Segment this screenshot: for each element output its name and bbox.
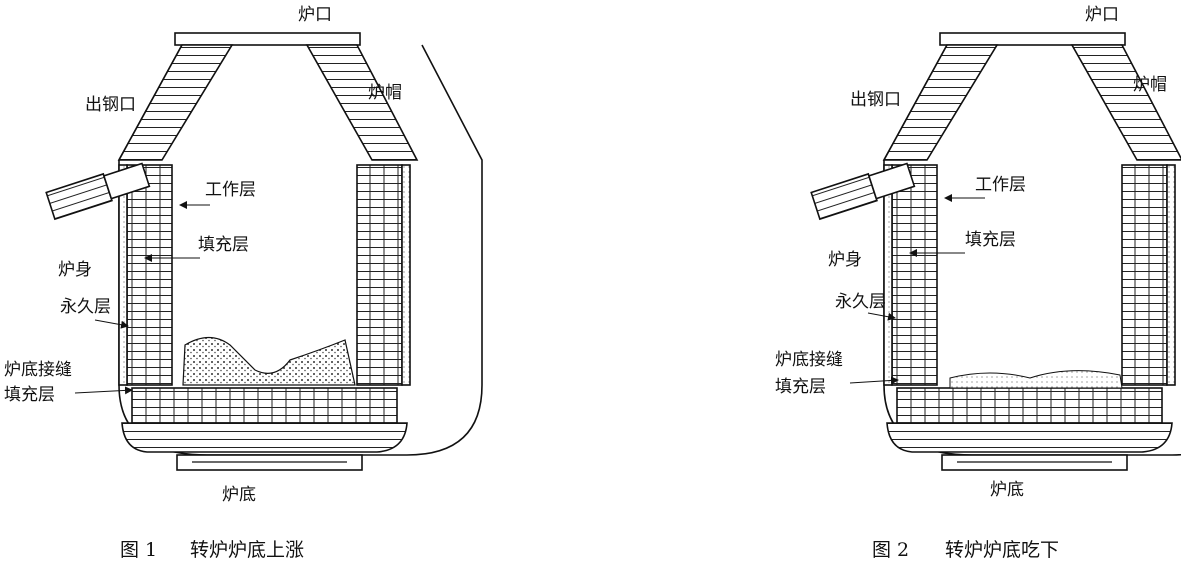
label-filling-layer: 填充层 (198, 235, 249, 255)
label-taphole: 出钢口 (85, 95, 136, 115)
label-mouth: 炉口 (298, 5, 332, 25)
label-permanent-layer: 永久层 (835, 292, 886, 312)
label-mouth: 炉口 (1085, 5, 1119, 25)
label-working-layer: 工作层 (975, 175, 1026, 195)
label-permanent-layer: 永久层 (60, 297, 111, 317)
label-cap: 炉帽 (368, 83, 402, 103)
label-bottom-joint-1: 炉底接缝 (775, 350, 843, 370)
label-bottom-joint-2: 填充层 (4, 385, 55, 405)
figure-1: 炉口 炉帽 出钢口 工作层 填充层 炉身 永久层 炉底接缝 填充层 炉底 图 1… (4, 5, 483, 561)
caption-number: 图 1 (120, 539, 157, 561)
label-taphole: 出钢口 (850, 90, 901, 110)
label-filling-layer: 填充层 (965, 230, 1016, 250)
figure-2: 炉口 炉帽 出钢口 工作层 填充层 炉身 永久层 炉底接缝 填充层 炉底 图 2… (775, 5, 1181, 561)
label-body: 炉身 (828, 250, 862, 270)
label-body: 炉身 (58, 260, 92, 280)
label-cap: 炉帽 (1133, 75, 1167, 95)
label-bottom: 炉底 (222, 485, 256, 505)
label-bottom-joint-2: 填充层 (775, 377, 826, 397)
caption-text: 转炉炉底吃下 (945, 539, 1059, 561)
label-bottom-joint-1: 炉底接缝 (4, 360, 72, 380)
risen-bottom-deposit (182, 336, 356, 386)
label-bottom: 炉底 (990, 480, 1024, 500)
caption-number: 图 2 (872, 539, 909, 561)
eroded-bottom-surface (949, 370, 1123, 389)
caption-text: 转炉炉底上涨 (190, 539, 304, 561)
label-working-layer: 工作层 (205, 180, 256, 200)
